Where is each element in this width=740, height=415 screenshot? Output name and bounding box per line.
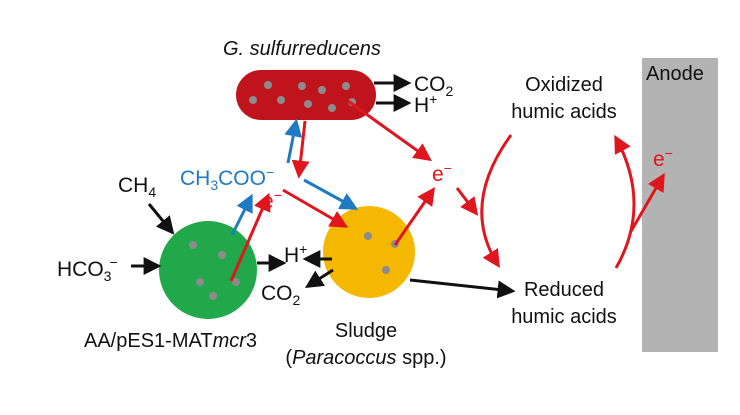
arrow-geobacter-to-electron-mid bbox=[347, 99, 432, 162]
anode-label: Anode bbox=[646, 63, 704, 85]
co2-product-top: CO2 bbox=[414, 73, 454, 99]
electron-label-mid: e− bbox=[432, 160, 452, 186]
electron-label-anode: e− bbox=[653, 145, 673, 171]
arrow-acetate-to-geobacter bbox=[284, 118, 303, 164]
arrow-electron-to-curve bbox=[455, 187, 479, 216]
arrow-oxidized-to-reduced-curve bbox=[480, 134, 513, 269]
acetate-label: CH3COO− bbox=[180, 164, 274, 193]
anode-electrode bbox=[642, 58, 718, 352]
arrow-sludge-to-reduced-humic bbox=[409, 278, 516, 299]
reduced-humic-label: Reduced bbox=[524, 279, 604, 301]
arrow-ch4-to-methanogen bbox=[147, 203, 175, 235]
electron-label-left: e− bbox=[262, 187, 282, 213]
sludge-species-label: (Paracoccus spp.) bbox=[285, 347, 446, 369]
sludge-cell bbox=[323, 206, 415, 298]
methanogen-label: AA/pES1-MATmcr3 bbox=[84, 330, 257, 352]
arrow-acetate-to-sludge bbox=[303, 178, 359, 210]
co2-product-low: CO2 bbox=[261, 282, 301, 308]
proton-product-top: H+ bbox=[414, 91, 437, 117]
oxidized-humic-label-line2: humic acids bbox=[511, 101, 617, 123]
oxidized-humic-label: Oxidized bbox=[525, 74, 603, 96]
black-arrows bbox=[131, 74, 516, 299]
arrow-anode-electron bbox=[628, 172, 665, 234]
reduced-humic-label-line2: humic acids bbox=[511, 306, 617, 328]
methane-label: CH4 bbox=[118, 174, 156, 200]
arrow-reduced-to-oxidized-curve bbox=[614, 134, 636, 269]
bicarbonate-label: HCO3− bbox=[57, 254, 118, 284]
arrow-methanogen-to-acetate bbox=[230, 193, 253, 236]
arrow-geobacter-to-electron-left bbox=[291, 120, 310, 179]
geobacter-cell bbox=[236, 70, 376, 120]
arrow-methanogen-to-electron bbox=[229, 192, 271, 282]
electron-arrows bbox=[229, 99, 665, 282]
proton-product-mid: H+ bbox=[284, 241, 307, 267]
sludge-label: Sludge bbox=[335, 320, 397, 342]
arrow-sludge-to-electron bbox=[393, 187, 436, 246]
geobacter-cell-dots bbox=[249, 81, 356, 112]
geobacter-label: G. sulfurreducens bbox=[223, 38, 381, 60]
arrow-sludge-to-co2 bbox=[304, 268, 334, 288]
methanogen-cell-dots bbox=[189, 241, 240, 300]
arrow-electron-to-sludge bbox=[282, 188, 349, 228]
methanogen-cell bbox=[159, 221, 257, 319]
acetate-arrows bbox=[230, 118, 359, 236]
